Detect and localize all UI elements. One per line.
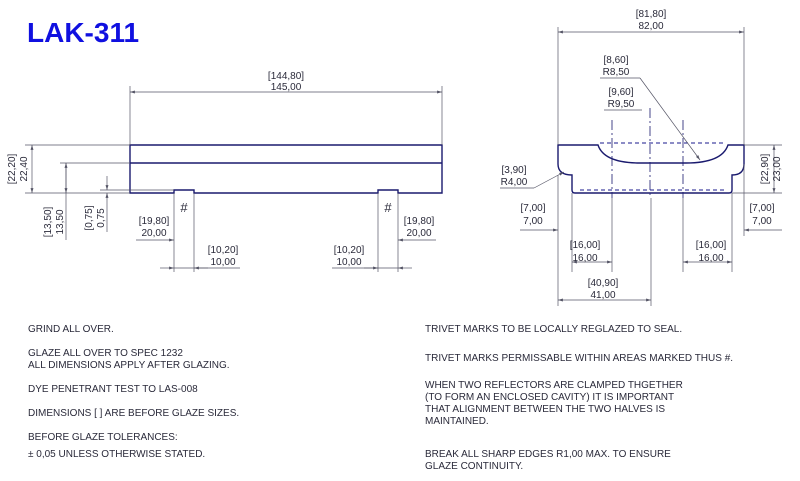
dim-left-step-after: 7,00 [523,216,543,227]
dim-radius-outer-before: [8,60] [603,55,628,66]
drawing-title: LAK-311 [27,17,139,48]
dim-radius-outer-after: R8,50 [603,67,630,78]
dim-left-inner-after: 16,00 [572,253,597,264]
dim-right-foot-before: [10,20] [334,245,365,256]
dim-step-after: 0,75 [96,208,107,228]
note-line: DIMENSIONS [ ] ARE BEFORE GLAZE SIZES. [28,408,239,419]
dim-bottom-width-after: 41,00 [590,290,615,301]
dim-left-offset-before: [19,80] [139,216,170,227]
note-line: ALL DIMENSIONS APPLY AFTER GLAZING. [28,360,230,371]
dim-step-height-before: [13,50] [43,206,54,237]
dim-radius-inner-after: R9,50 [608,99,635,110]
dim-left-foot-after: 10,00 [210,257,235,268]
notes-left: GRIND ALL OVER. GLAZE ALL OVER TO SPEC 1… [28,324,239,460]
note-line: GRIND ALL OVER. [28,324,114,335]
dim-step-height-after: 13,50 [55,209,66,234]
note-line: TRIVET MARKS PERMISSABLE WITHIN AREAS MA… [425,353,733,364]
side-view-outline [557,144,745,194]
dim-right-foot-after: 10,00 [336,257,361,268]
trivet-mark-left: # [180,200,188,215]
note-line: WHEN TWO REFLECTORS ARE CLAMPED THGETHER [425,380,683,391]
note-line: DYE PENETRANT TEST TO LAS-008 [28,384,198,395]
side-view: [81,80] 82,00 [8,60] R8,50 [9,60] R9,50 … [500,9,783,306]
note-line: ± 0,05 UNLESS OTHERWISE STATED. [28,449,205,460]
dim-height-after: 22,40 [19,156,30,181]
note-line: THAT ALIGNMENT BETWEEN THE TWO HALVES IS [425,404,665,415]
note-line: BEFORE GLAZE TOLERANCES: [28,432,178,443]
note-line: GLAZE ALL OVER TO SPEC 1232 [28,348,183,359]
dim-bottom-width-before: [40,90] [588,278,619,289]
dim-step-before: [0,75] [84,205,95,230]
dim-radius-inner-before: [9,60] [608,87,633,98]
dim-height-before: [22,20] [7,153,18,184]
dim-right-inner-after: 16,00 [698,253,723,264]
dim-side-height-before: [22,90] [760,153,771,184]
dim-overall-length-before: [144,80] [268,71,304,82]
dim-right-offset-before: [19,80] [404,216,435,227]
dim-width-before: [81,80] [636,9,667,20]
note-line: TRIVET MARKS TO BE LOCALLY REGLAZED TO S… [425,324,682,335]
leader-line-radius-outer [639,77,701,161]
dim-right-inner-before: [16,00] [696,240,727,251]
dim-corner-radius-before: [3,90] [501,165,526,176]
notes-right: TRIVET MARKS TO BE LOCALLY REGLAZED TO S… [425,324,733,472]
note-line: BREAK ALL SHARP EDGES R1,00 MAX. TO ENSU… [425,449,671,460]
dim-left-step-before: [7,00] [520,203,545,214]
note-line: GLAZE CONTINUITY. [425,461,523,472]
front-view-outline [129,144,443,194]
dim-left-foot-before: [10,20] [208,245,239,256]
dim-side-height-after: 23,00 [772,156,783,181]
dim-right-step-before: [7,00] [749,203,774,214]
dim-right-step-after: 7,00 [752,216,772,227]
leader-line-corner-radius [533,171,565,189]
front-view: [144,80] 145,00 [22,20] 22,40 [13,50] 13… [7,71,443,272]
trivet-mark-right: # [384,200,392,215]
dim-left-offset-after: 20,00 [141,228,166,239]
dim-corner-radius-after: R4,00 [501,177,528,188]
dim-left-inner-before: [16,00] [570,240,601,251]
dim-width-after: 82,00 [638,21,663,32]
dim-right-offset-after: 20,00 [406,228,431,239]
dim-overall-length-after: 145,00 [271,82,302,93]
note-line: MAINTAINED. [425,416,489,427]
note-line: (TO FORM AN ENCLOSED CAVITY) IT IS IMPOR… [425,392,674,403]
